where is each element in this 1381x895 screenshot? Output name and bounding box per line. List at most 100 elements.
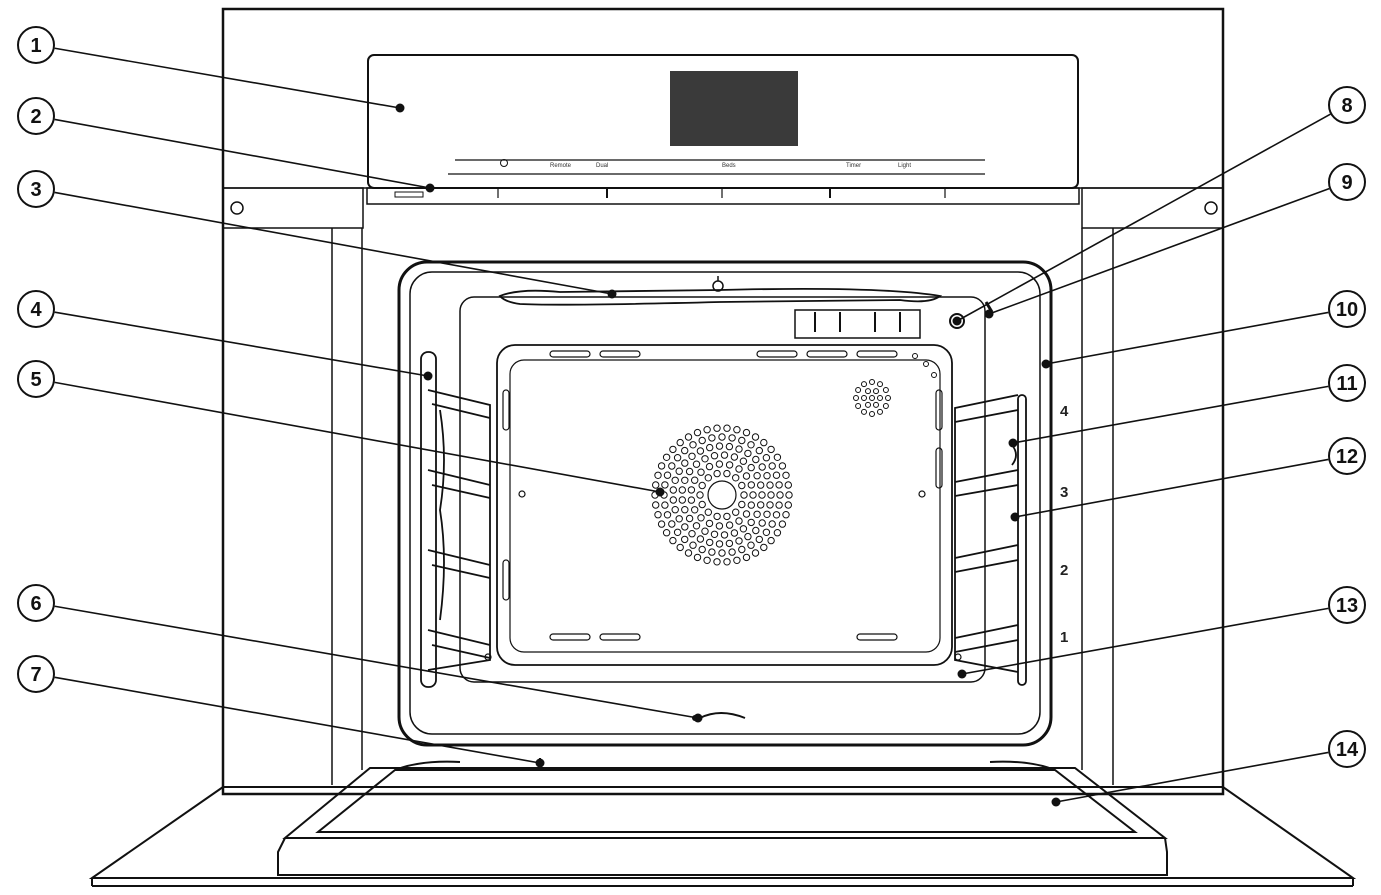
fan-hole [705, 519, 714, 528]
fan-hole [752, 526, 760, 535]
fan-hole [742, 510, 751, 518]
fan-hole [730, 529, 739, 537]
callout-number: 12 [1336, 446, 1358, 468]
fan-hole [713, 469, 721, 478]
fan-hole [732, 474, 740, 482]
fan-hole [669, 445, 677, 454]
callout-circle [17, 97, 55, 135]
callout-circle [1328, 86, 1366, 124]
panel-label-beds: Beds [722, 163, 736, 169]
fan-hole [697, 468, 705, 476]
bake-element [699, 712, 746, 719]
fan-hole [676, 543, 684, 552]
fan-hole [673, 528, 682, 536]
callout-leader-10 [1045, 311, 1329, 365]
callout-target-dot-5 [655, 487, 665, 497]
callout-circle [17, 170, 55, 208]
fan-hole [760, 438, 768, 447]
fan-hole [673, 454, 682, 462]
fan-hole [654, 471, 662, 479]
fan-hole [775, 501, 783, 509]
fan-hole [669, 536, 677, 545]
fan-hole [766, 501, 774, 509]
fan-hole [689, 441, 697, 449]
fan-hole [715, 460, 724, 468]
callout-14: 14 [1328, 730, 1366, 768]
fan-hole [740, 491, 748, 499]
callout-target-dot-14 [1051, 797, 1061, 807]
fan-hole [661, 501, 669, 509]
fan-hole [757, 501, 765, 509]
fan-hole [725, 442, 734, 451]
fan-hole [652, 501, 660, 509]
control-panel: Remote Dual Beds Timer Light [366, 54, 1080, 205]
fan-hole [772, 471, 781, 479]
callout-number: 10 [1336, 299, 1358, 321]
fan-hole [730, 453, 739, 461]
fan-hole [704, 474, 712, 482]
callout-leader-2 [54, 118, 431, 189]
oven-cavity [397, 260, 1053, 747]
fan-hole [698, 500, 706, 509]
fan-hole [703, 556, 711, 564]
callout-target-dot-13 [957, 669, 967, 679]
fan-hole [725, 521, 734, 529]
back-panel [496, 344, 953, 666]
fan-hole [657, 462, 666, 470]
rack-level-2: 2 [1060, 562, 1068, 579]
light-hole [865, 388, 871, 395]
fan-hole [766, 481, 774, 489]
fan-hole [773, 529, 782, 537]
light-hole [855, 387, 862, 393]
light-hole [869, 411, 875, 417]
callout-circle [1328, 586, 1366, 624]
fan-hole [718, 433, 726, 441]
callout-3: 3 [17, 170, 55, 208]
fan-hole [778, 462, 787, 470]
callout-12: 12 [1328, 437, 1366, 475]
callout-target-dot-9 [984, 309, 994, 319]
panel-label-remote: Remote [550, 163, 572, 169]
callout-leader-12 [1014, 458, 1329, 518]
fan-hole [703, 426, 711, 434]
fan-hole [713, 512, 721, 521]
fan-hole [652, 481, 660, 489]
light-hole [861, 381, 867, 388]
fan-hole [720, 451, 729, 459]
fan-hole [708, 434, 716, 442]
callout-leader-3 [54, 191, 613, 295]
fan-hole [728, 548, 736, 556]
rack-level-1: 1 [1060, 629, 1068, 646]
callout-number: 14 [1336, 739, 1359, 761]
fan-hole [692, 522, 701, 530]
fan-hole [747, 541, 755, 549]
fan-hub [707, 480, 737, 510]
fan-hole [693, 428, 702, 437]
callout-circle [17, 290, 55, 328]
fan-hole [738, 436, 746, 445]
panel-label-light: Light [898, 163, 911, 169]
fan-hole [755, 446, 763, 455]
rack-guide-right [954, 394, 1027, 686]
fan-hole [688, 530, 696, 538]
callout-number: 13 [1336, 595, 1358, 617]
callout-leader-14 [1055, 751, 1329, 803]
fan-hole [762, 454, 771, 462]
callout-2: 2 [17, 97, 55, 135]
fan-hole [738, 500, 746, 509]
fan-hole [693, 553, 702, 562]
fan-hole [757, 481, 765, 489]
fan-hole [713, 558, 721, 566]
callout-leader-11 [1012, 385, 1329, 444]
fan-hole [767, 536, 775, 545]
light-hole [861, 395, 867, 401]
callout-circle [1328, 290, 1366, 328]
fan-hole [681, 506, 689, 514]
fan-hole [760, 543, 768, 552]
fan-hole [715, 540, 724, 548]
fan-hole [723, 558, 731, 566]
fan-hole [669, 486, 677, 494]
fan-hole [710, 452, 719, 460]
